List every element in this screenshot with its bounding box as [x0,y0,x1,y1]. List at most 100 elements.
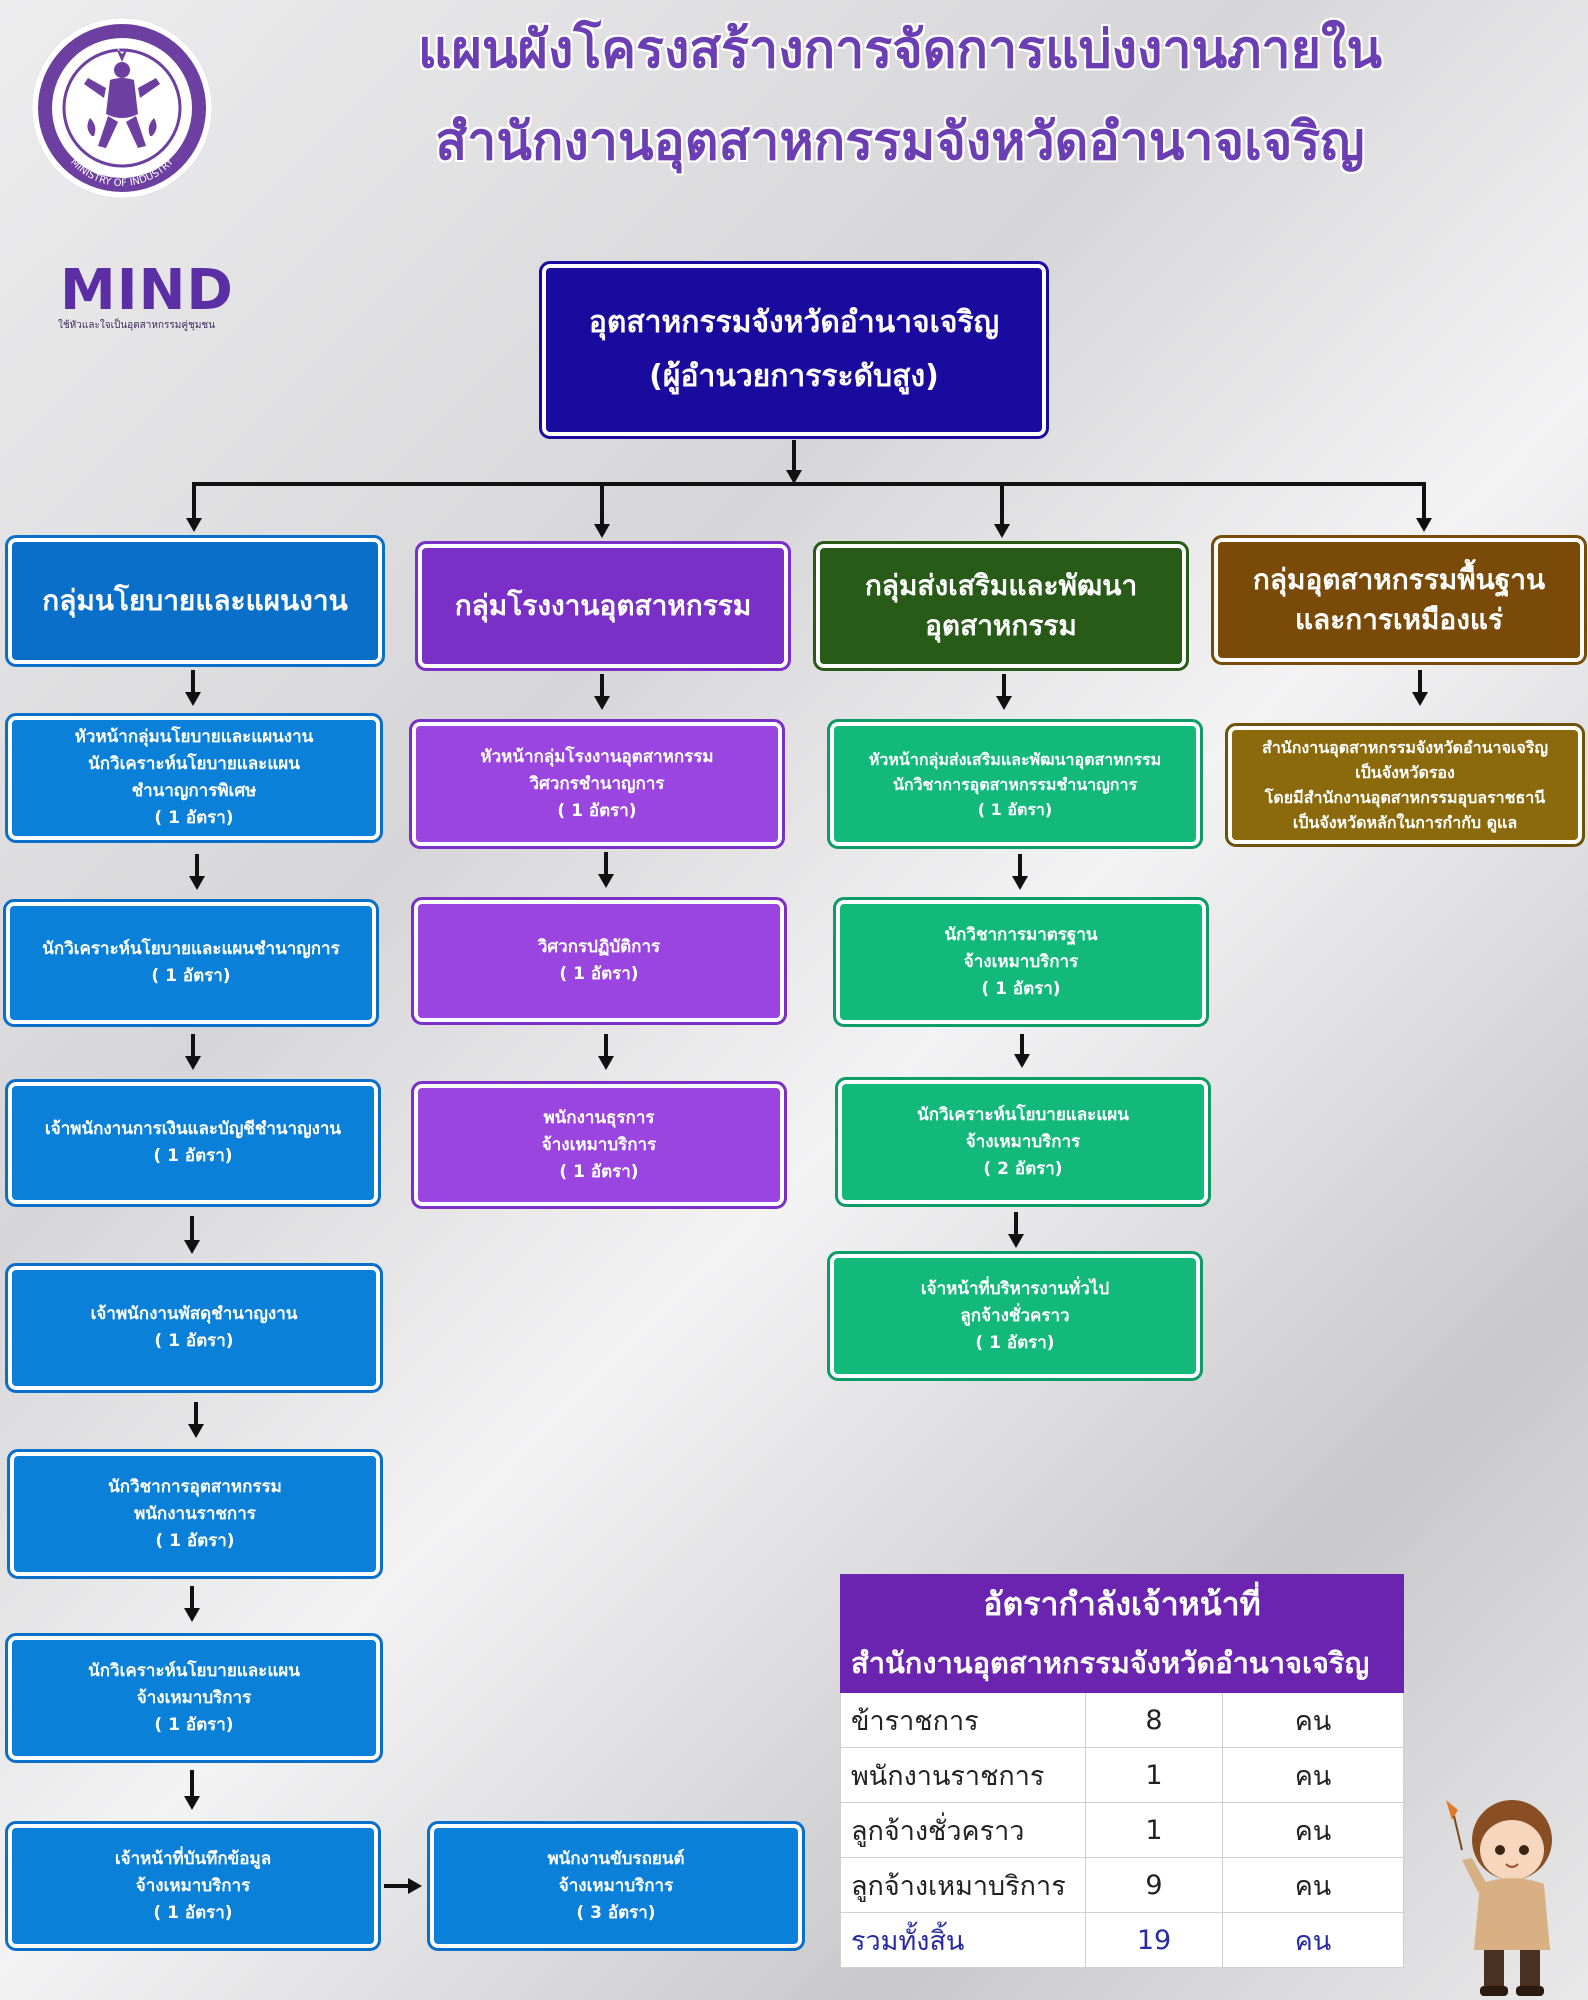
row-count: 1 [1085,1747,1223,1803]
box-line: ( 1 อัตรา) [153,1146,233,1166]
cartoon-boy-illustration [1446,1800,1552,1996]
group-head-promotion: กลุ่มส่งเสริมและพัฒนา อุตสาหกรรม [813,541,1189,671]
connector [1020,1034,1024,1056]
connector [1002,674,1006,698]
box-line: จ้างเหมาบริการ [136,1687,252,1708]
connector [191,1034,195,1058]
policy-box-1: หัวหน้ากลุ่มนโยบายและแผนงาน นักวิเคราะห์… [5,713,383,843]
arrow-down-icon [598,1056,614,1070]
arrow-down-icon [598,874,614,888]
connector [1018,854,1022,878]
promotion-box-4: เจ้าหน้าที่บริหารงานทั่วไป ลูกจ้างชั่วคร… [827,1251,1203,1381]
arrow-down-icon [188,1424,204,1438]
box-line: เป็นจังหวัดรอง [1355,763,1455,782]
box-line: ( 1 อัตรา) [151,966,231,986]
box-line: นักวิชาการมาตรฐาน [944,924,1098,945]
box-line: นักวิเคราะห์นโยบายและแผน [917,1104,1129,1125]
logo-ring: กระทรวงอุตสาหกรรม MINISTRY OF INDUSTRY [52,37,192,189]
box-line: ( 1 อัตรา) [154,1331,234,1351]
row-count: 1 [1085,1802,1223,1858]
connector [191,670,195,694]
box-line: เจ้าพนักงานการเงินและบัญชีชำนาญงาน [44,1119,342,1139]
box-line: นักวิชาการอุตสาหกรรมชำนาญการ [892,774,1138,794]
connector [192,482,196,522]
arrow-down-icon [594,696,610,710]
director-title: อุตสาหกรรมจังหวัดอำนาจเจริญ [588,305,1000,340]
staff-table-subtitle: สำนักงานอุตสาหกรรมจังหวัดอำนาจเจริญ [840,1633,1404,1693]
arrow-down-icon [184,1796,200,1810]
connector [194,1402,198,1426]
connector [792,440,796,476]
arrow-down-icon [1412,692,1428,706]
box-line: ( 1 อัตรา) [154,808,234,828]
box-line: ลูกจ้างชั่วคราว [960,1305,1070,1326]
arrow-right-icon [408,1878,422,1894]
box-line: วิศวกรปฏิบัติการ [537,937,661,957]
page-title-line2: สำนักงานอุตสาหกรรมจังหวัดอำนาจเจริญ [435,112,1365,172]
arrow-down-icon [1416,518,1432,532]
deity-emblem-icon [84,48,160,148]
total-count: 19 [1085,1912,1223,1968]
box-line: เจ้าพนักงานพัสดุชำนาญงาน [90,1304,298,1324]
box-line: ( 3 อัตรา) [576,1902,656,1923]
policy-box-3: เจ้าพนักงานการเงินและบัญชีชำนาญงาน ( 1 อ… [5,1079,381,1207]
connector [604,1034,608,1058]
page-title-line1: แผนผังโครงสร้างการจัดการแบ่งงานภายใน [417,20,1383,80]
staff-table: อัตรากำลังเจ้าหน้าที่ สำนักงานอุตสาหกรรม… [840,1574,1404,1968]
connector [190,1216,194,1242]
box-line: เป็นจังหวัดหลักในการกำกับ ดูแล [1292,813,1518,832]
connector [190,1770,194,1798]
factory-box-1: หัวหน้ากลุ่มโรงงานอุตสาหกรรม วิศวกรชำนาญ… [409,719,785,849]
box-line: พนักงานขับรถยนต์ [547,1848,685,1869]
connector [192,482,1424,486]
box-line: ( 1 อัตรา) [977,799,1053,819]
arrow-down-icon [1014,1054,1030,1068]
policy-box-2: นักวิเคราะห์นโยบายและแผนชำนาญการ ( 1 อัต… [3,899,379,1027]
total-unit: คน [1222,1912,1404,1968]
box-line: โดยมีสำนักงานอุตสาหกรรมอุบลราชธานี [1264,788,1546,807]
arrow-down-icon [185,1056,201,1070]
staff-table-title: อัตรากำลังเจ้าหน้าที่ [840,1574,1404,1634]
box-line: หัวหน้ากลุ่มส่งเสริมและพัฒนาอุตสาหกรรม [868,749,1162,769]
box-line: หัวหน้ากลุ่มโรงงานอุตสาหกรรม [480,746,714,767]
table-row: ลูกจ้างเหมาบริการ 9 คน [840,1857,1404,1913]
policy-box-7: เจ้าหน้าที่บันทึกข้อมูล จ้างเหมาบริการ (… [5,1821,381,1951]
group-head-promotion-line2: อุตสาหกรรม [925,609,1077,642]
connector [195,854,199,878]
arrow-down-icon [996,696,1012,710]
box-line: พนักงานราชการ [134,1503,256,1524]
row-label: ลูกจ้างชั่วคราว [840,1802,1086,1858]
arrow-down-icon [1012,876,1028,890]
connector [1418,670,1422,694]
box-line: ( 1 อัตรา) [155,1530,235,1551]
arrow-down-icon [1008,1234,1024,1248]
box-line: วิศวกรชำนาญการ [529,773,665,794]
arrow-down-icon [185,692,201,706]
box-line: ( 1 อัตรา) [975,1332,1055,1353]
box-line: ( 1 อัตรา) [154,1714,234,1735]
table-row: ข้าราชการ 8 คน [840,1692,1404,1748]
connector [1000,482,1004,528]
box-line: เจ้าหน้าที่บริหารงานทั่วไป [920,1278,1110,1299]
box-line: ( 1 อัตรา) [981,978,1061,999]
connector [1422,482,1426,522]
arrow-down-icon [994,524,1010,538]
connector [600,482,604,528]
table-row: พนักงานราชการ 1 คน [840,1747,1404,1803]
arrow-down-icon [786,470,802,484]
provincial-director-box: อุตสาหกรรมจังหวัดอำนาจเจริญ (ผู้อำนวยการ… [539,261,1049,439]
row-unit: คน [1222,1692,1404,1748]
row-label: พนักงานราชการ [840,1747,1086,1803]
factory-box-3: พนักงานธุรการ จ้างเหมาบริการ ( 1 อัตรา) [411,1081,787,1209]
group-head-mining-line1: กลุ่มอุตสาหกรรมพื้นฐาน [1252,563,1546,596]
director-subtitle: (ผู้อำนวยการระดับสูง) [649,359,939,394]
policy-box-5: นักวิชาการอุตสาหกรรม พนักงานราชการ ( 1 อ… [7,1449,383,1579]
mining-box: สำนักงานอุตสาหกรรมจังหวัดอำนาจเจริญ เป็น… [1225,723,1585,847]
box-line: จ้างเหมาบริการ [963,951,1079,972]
box-line: ชำนาญการพิเศษ [131,781,257,801]
group-head-factory-label: กลุ่มโรงงานอุตสาหกรรม [454,589,752,622]
promotion-box-1: หัวหน้ากลุ่มส่งเสริมและพัฒนาอุตสาหกรรม น… [827,719,1203,849]
connector [604,852,608,876]
arrow-down-icon [594,524,610,538]
ministry-logo: กระทรวงอุตสาหกรรม MINISTRY OF INDUSTRY [32,18,212,198]
